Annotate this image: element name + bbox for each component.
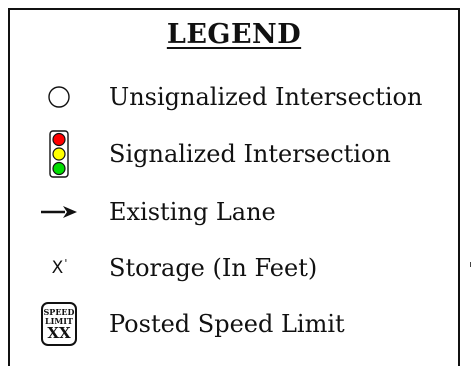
legend-title: LEGEND bbox=[166, 19, 302, 50]
legend-item-label: Unsignalized Intersection bbox=[109, 83, 423, 111]
circle-icon bbox=[24, 77, 94, 117]
legend-item-existing-lane: Existing Lane bbox=[10, 192, 458, 232]
legend-item-speed-limit: SPEED LIMIT XX Posted Speed Limit bbox=[10, 302, 458, 346]
legend-item-label: Storage (In Feet) bbox=[109, 254, 318, 282]
arrow-right-icon bbox=[24, 192, 94, 232]
legend-panel: LEGEND Unsignalized Intersection Signali… bbox=[8, 8, 460, 366]
legend-item-label: Posted Speed Limit bbox=[109, 310, 345, 338]
edge-tick bbox=[470, 262, 471, 267]
speed-limit-sign-icon: SPEED LIMIT XX bbox=[41, 302, 77, 346]
legend-item-signalized: Signalized Intersection bbox=[10, 130, 458, 178]
legend-item-storage: X' Storage (In Feet) bbox=[10, 248, 458, 288]
traffic-signal-icon bbox=[24, 130, 94, 178]
storage-text-icon: X' bbox=[51, 257, 68, 278]
legend-item-unsignalized: Unsignalized Intersection bbox=[10, 77, 458, 117]
legend-item-label: Existing Lane bbox=[109, 198, 276, 226]
legend-item-label: Signalized Intersection bbox=[109, 140, 391, 168]
